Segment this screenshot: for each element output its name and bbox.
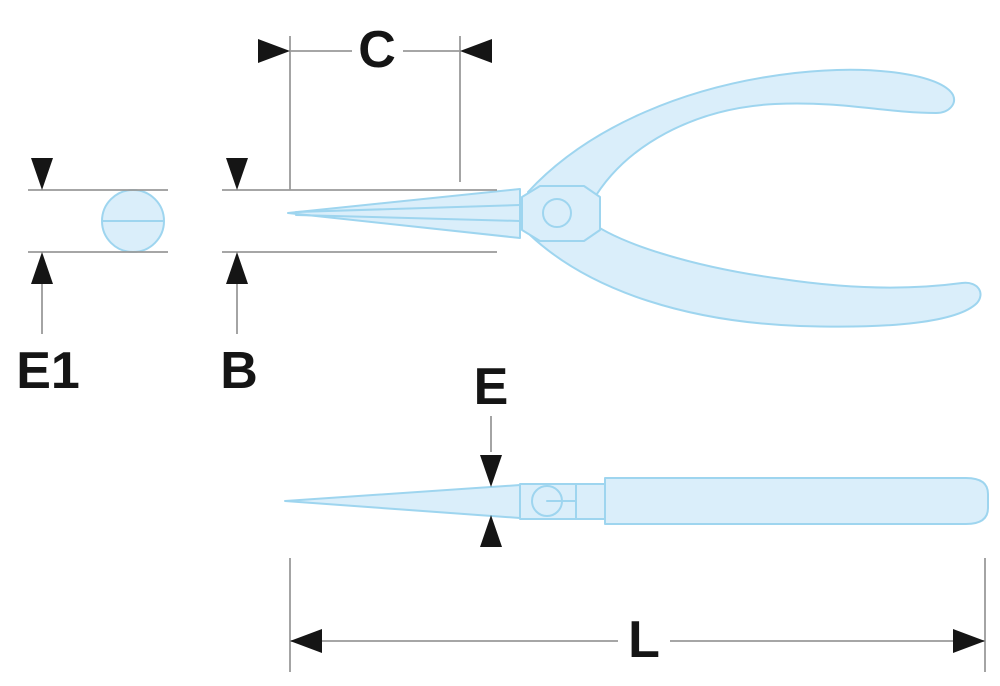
e-arrowhead-up-icon — [480, 515, 502, 547]
pivot-hole — [542, 198, 572, 228]
b-arrowhead-up-icon — [226, 252, 248, 284]
pivot-boss — [521, 185, 601, 242]
dimension-e1: E1 — [16, 158, 168, 400]
nose-cross-section — [101, 189, 165, 253]
c-arrowhead-right-icon — [460, 39, 492, 63]
pliers-side-view — [284, 477, 989, 525]
jaw-split-line-upper — [295, 204, 521, 213]
e1-arrowhead-up-icon — [31, 252, 53, 284]
l-arrowhead-right-icon — [953, 629, 985, 653]
pliers-top-view — [287, 68, 982, 328]
l-label: L — [628, 611, 660, 669]
dimension-b: B — [220, 158, 497, 400]
jaw-split-line-lower — [295, 214, 521, 222]
side-view-nose — [284, 484, 521, 519]
pliers-nose — [287, 188, 521, 239]
c-arrowhead-left-icon — [258, 39, 290, 63]
side-view-handle — [604, 477, 989, 525]
e-arrowhead-down-icon — [480, 455, 502, 487]
e1-arrowhead-down-icon — [31, 158, 53, 190]
dimension-c: C — [258, 21, 492, 190]
b-label: B — [220, 342, 258, 400]
lower-handle — [529, 219, 982, 328]
c-label: C — [358, 21, 396, 79]
upper-handle — [527, 68, 955, 203]
dimension-l: L — [289, 558, 986, 672]
e1-label: E1 — [16, 342, 80, 400]
dimension-e: E — [474, 358, 509, 547]
e-label: E — [474, 358, 509, 416]
l-arrowhead-left-icon — [290, 629, 322, 653]
b-arrowhead-down-icon — [226, 158, 248, 190]
